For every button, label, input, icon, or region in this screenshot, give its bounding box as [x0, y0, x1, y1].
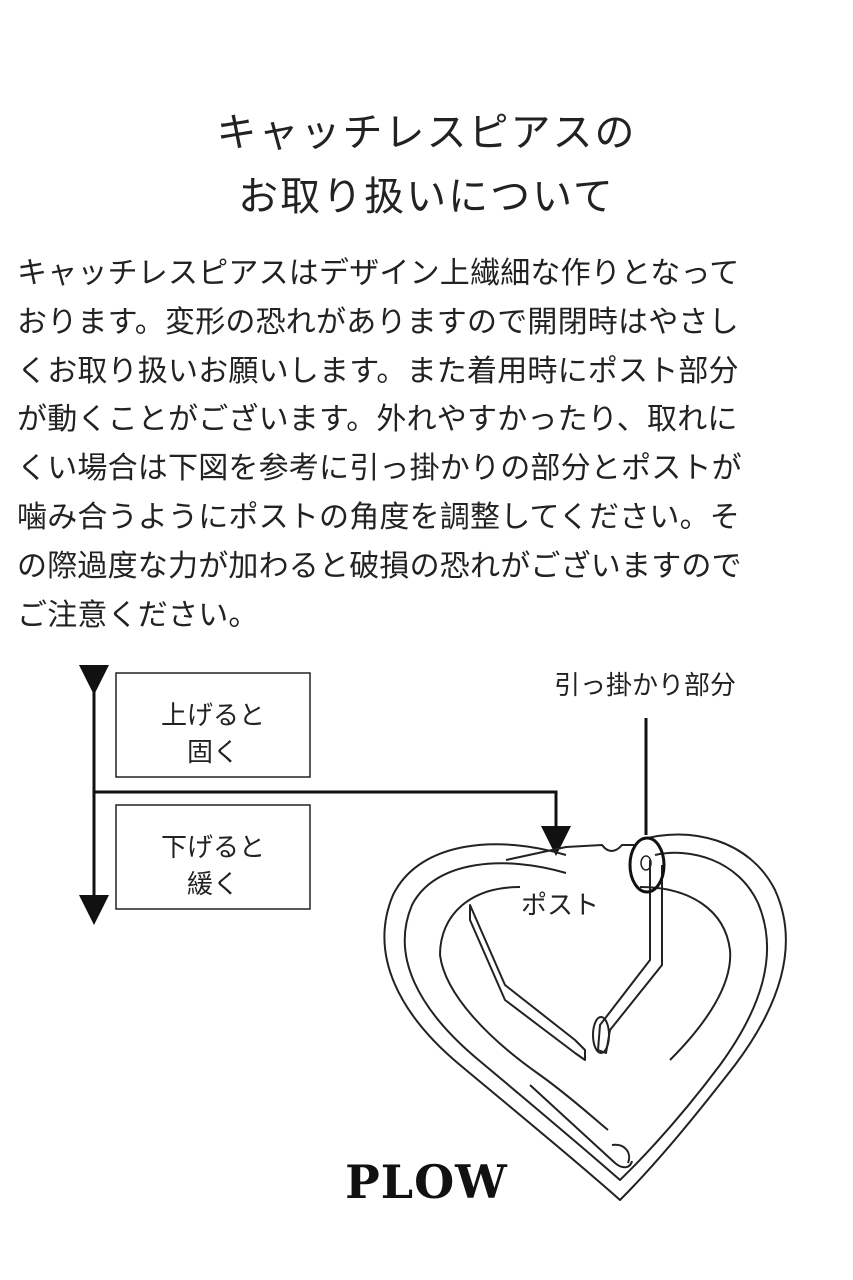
loosen-label-line-1: 下げると — [160, 833, 265, 863]
paragraph-line: くお取り扱いお願いします。また着用時にポスト部分 — [17, 353, 739, 389]
tighten-label-line-2: 固く — [186, 738, 239, 768]
paragraph-line: の際過度な力が加わると破損の恐れがございますので — [17, 548, 742, 584]
paragraph-line: ご注意ください。 — [17, 597, 259, 633]
page-title-line-2: お取り扱いについて — [238, 174, 615, 220]
hook-hole — [640, 855, 652, 871]
hook-part-label: 引っ掛かり部分 — [553, 671, 736, 701]
paragraph-line: 噛み合うようにポストの角度を調整してください。そ — [17, 499, 740, 535]
paragraph-line: くい場合は下図を参考に引っ掛かりの部分とポストが — [17, 451, 742, 487]
adjustment-diagram: 上げると 固く 下げると 緩く 引っ掛かり部分 ポスト — [0, 655, 853, 1235]
post-pointer-line — [94, 790, 571, 856]
diagram-illustration — [79, 665, 787, 1201]
loosen-label-line-2: 緩く — [186, 870, 239, 900]
tighten-label-line-1: 上げると — [160, 701, 265, 731]
paragraph-line: が動くことがございます。外れやすかったり、取れに — [17, 402, 738, 438]
loosen-box — [115, 804, 311, 910]
paragraph-line: おります。変形の恐れがありますので開閉時はやさし — [17, 304, 739, 340]
hook-highlight-ellipse — [628, 836, 666, 894]
heart-earring-icon — [383, 833, 787, 1201]
page-title-line-1: キャッチレスピアスの — [216, 110, 637, 156]
paragraph-line: キャッチレスピアスはデザイン上繊細な作りとなって — [17, 256, 740, 291]
post-label: ポスト — [520, 891, 599, 921]
tighten-box — [115, 672, 311, 778]
instructions-paragraph: キャッチレスピアスはデザイン上繊細な作りとなって おります。変形の恐れがあります… — [17, 250, 842, 640]
brand-logo: PLOW — [345, 1155, 508, 1209]
